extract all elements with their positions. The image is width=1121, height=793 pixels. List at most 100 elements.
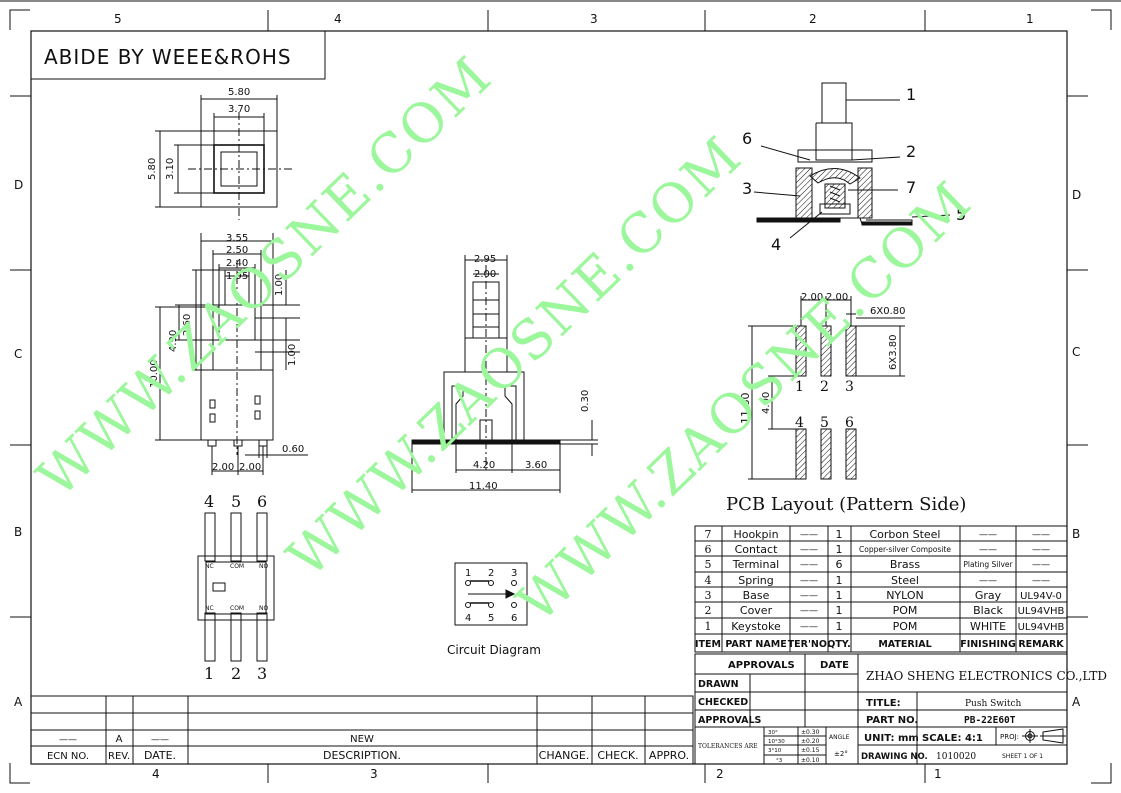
revision-text: —— A —— NEW ECN NO. REV. DATE. DESCRIPTI…	[47, 734, 689, 762]
dim-side-295: 2.95	[474, 254, 496, 265]
approvals-date-label: DATE	[820, 660, 849, 671]
bom-header-item: ITEM	[695, 639, 721, 650]
circuit-pin-1: 1	[465, 568, 471, 579]
bom-part-name: Spring	[738, 574, 774, 587]
bom-qty: 1	[836, 620, 843, 633]
description-label: DESCRIPTION.	[323, 749, 401, 762]
bom-remark: UL94VHB	[1018, 606, 1065, 617]
bom-part-name: Terminal	[732, 558, 780, 571]
circuit-pin-4: 4	[465, 613, 471, 624]
top-view-dims: 5.80 3.70 5.80 3.10	[147, 87, 250, 180]
check-label: CHECK.	[597, 749, 638, 762]
rev-ecn-value: ——	[59, 735, 77, 745]
bom-item: 5	[705, 558, 712, 571]
dim-front-100a: 1.00	[274, 274, 285, 296]
bottom-label-com-top: COM	[230, 563, 244, 570]
dim-pcb-gap: 4.00	[761, 392, 772, 414]
change-label: CHANGE.	[539, 749, 590, 762]
zone-top-5: 5	[114, 12, 122, 26]
dim-front-195: 1.95	[226, 271, 248, 282]
zone-left-a: A	[14, 695, 23, 709]
bom-row: 2 Cover —— 1 POM Black UL94VHB	[705, 604, 1065, 617]
bom-material: POM	[893, 620, 918, 633]
bom-item: 4	[705, 574, 712, 587]
dim-pcb-pad-w: 6X0.80	[870, 306, 905, 317]
angle-label: ANGLE	[829, 734, 850, 741]
bottom-label-nc-bottom: NC	[205, 605, 214, 612]
zone-bottom-3: 3	[370, 767, 378, 781]
compliance-note: ABIDE BY WEEE&ROHS	[44, 45, 292, 69]
dim-pcb-pitch-a: 2.00	[801, 292, 823, 303]
bom-header: ITEM PART NAME TER'NO. QTY. MATERIAL FIN…	[695, 639, 1064, 650]
tol-range-4: °3	[776, 758, 783, 764]
bom-item: 3	[705, 589, 712, 602]
bom-remark: ——	[1032, 545, 1050, 555]
rev-date-value: ——	[151, 735, 169, 745]
circuit-pin-2: 2	[488, 568, 494, 579]
bom-ter: ——	[800, 622, 818, 632]
bom-material: Corbon Steel	[869, 528, 940, 541]
bom-part-name: Base	[743, 589, 770, 602]
bom-header-qty: QTY.	[827, 639, 850, 650]
bom-part-name: Cover	[740, 604, 773, 617]
bom-rows: 7 Hookpin —— 1 Corbon Steel —— —— 6 Cont…	[695, 528, 1065, 650]
zone-top-1: 1	[1026, 12, 1034, 26]
bom-finishing: ——	[979, 576, 997, 586]
callout-3: 3	[742, 179, 752, 198]
bom-material: Brass	[890, 558, 921, 571]
drawing-no-value: 1010020	[936, 752, 976, 762]
callout-4: 4	[771, 235, 781, 254]
company-name: ZHAO SHENG ELECTRONICS CO.,LTD	[866, 669, 1107, 683]
dim-side-200: 2.00	[474, 269, 496, 280]
bom-qty: 1	[836, 589, 843, 602]
bom-row: 3 Base —— 1 NYLON Gray UL94V-0	[705, 589, 1062, 602]
callout-7: 7	[906, 178, 916, 197]
side-view-dims: 2.95 2.00 0.30 4.20 3.60 11.40	[469, 254, 591, 492]
dim-top-cap: 3.70	[228, 104, 250, 115]
zone-left-c: C	[14, 347, 22, 361]
bom-ter: ——	[800, 576, 818, 586]
zone-bottom-1: 1	[934, 767, 942, 781]
pcb-pin-2: 2	[820, 379, 829, 395]
tol-range-2: 10°30	[768, 739, 785, 745]
bottom-label-no-top: NO	[259, 563, 268, 570]
tol-value-3: ±0.15	[801, 747, 820, 754]
bom-ter: ——	[800, 545, 818, 555]
bom-remark: ——	[1032, 560, 1050, 570]
bottom-pin-1: 1	[204, 664, 214, 683]
dim-front-355: 3.55	[226, 233, 248, 244]
title-block-text: APPROVALS DATE DRAWN CHECKED APPROVALS Z…	[698, 660, 1107, 764]
bom-finishing: WHITE	[970, 620, 1006, 633]
bottom-pin-6: 6	[257, 492, 267, 511]
bottom-view	[197, 512, 275, 662]
circuit-caption: Circuit Diagram	[447, 643, 541, 657]
pcb-labels: 2.00 2.00 6X0.80 6X3.80 11.60 4.00 1 2 3…	[726, 292, 966, 515]
dim-front-240: 2.40	[226, 258, 248, 269]
circuit-labels: 1 2 3 4 5 6 Circuit Diagram	[447, 568, 541, 657]
front-view	[155, 233, 308, 475]
circuit-diagram	[454, 562, 528, 626]
title-value: Push Switch	[965, 699, 1022, 709]
dim-top-width: 5.80	[228, 87, 250, 98]
pcb-pin-1: 1	[795, 379, 804, 395]
zone-right-a: A	[1072, 695, 1081, 709]
callout-5: 5	[956, 205, 966, 224]
bom-table	[694, 525, 1068, 653]
dim-front-100b: 1.00	[287, 344, 298, 366]
bom-qty: 1	[836, 543, 843, 556]
dim-top-cap-h: 3.10	[165, 158, 176, 180]
callout-2: 2	[906, 142, 916, 161]
tol-value-4: ±0.10	[801, 757, 820, 764]
compliance-box: ABIDE BY WEEE&ROHS	[30, 30, 326, 80]
dim-front-260: 2.60	[182, 314, 193, 336]
bom-part-name: Hookpin	[733, 528, 778, 541]
bom-item: 2	[705, 604, 712, 617]
rev-description-value: NEW	[350, 734, 374, 745]
pcb-pin-6: 6	[845, 415, 854, 431]
title-label: TITLE:	[866, 698, 901, 709]
date-label: DATE.	[144, 749, 176, 762]
rev-label: REV.	[108, 751, 130, 762]
bom-remark: ——	[1032, 530, 1050, 540]
bom-row: 4 Spring —— 1 Steel —— ——	[705, 574, 1051, 587]
zone-top-2: 2	[809, 12, 817, 26]
